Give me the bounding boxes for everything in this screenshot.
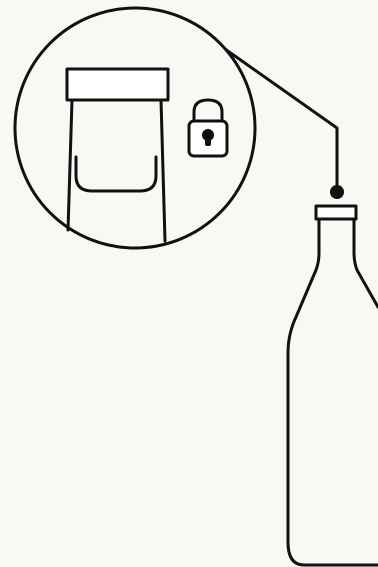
callout-anchor-dot	[330, 185, 344, 199]
bottle	[288, 206, 378, 565]
magnified-cap-top	[67, 69, 168, 100]
bottle-cap	[316, 206, 356, 219]
bottle-neck-and-body	[288, 219, 378, 565]
